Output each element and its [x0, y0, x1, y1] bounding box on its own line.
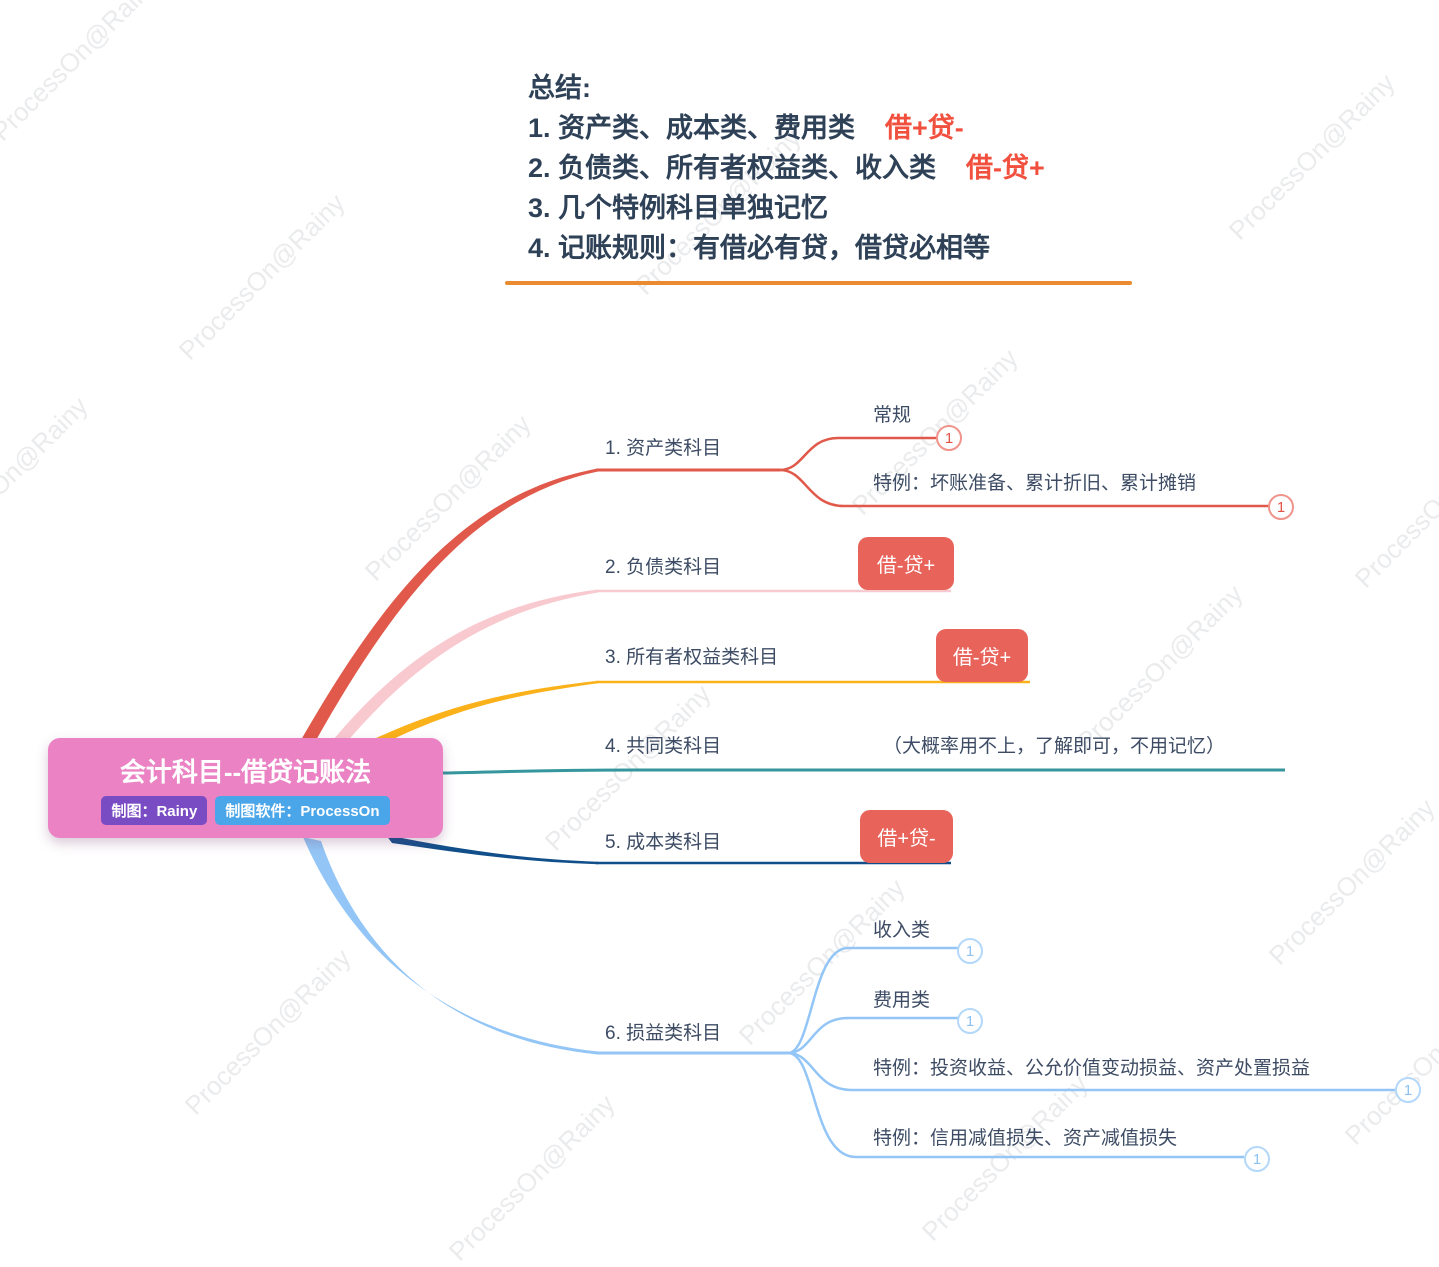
priority-badge-number: 1 [1404, 1082, 1412, 1099]
topic-common[interactable]: 4. 共同类科目 [605, 736, 722, 757]
priority-badge[interactable]: 1 [1395, 1077, 1421, 1103]
tag-liabilities-rule[interactable]: 借-贷+ [858, 537, 954, 590]
mindmap-connectors: 1 1 1 1 1 1 [297, 425, 1421, 1172]
topic-assets-normal[interactable]: 常规 [873, 405, 912, 426]
tag-cost-rule[interactable]: 借+贷- [860, 810, 953, 863]
topic-pnl-expense[interactable]: 费用类 [873, 990, 931, 1011]
child-connector-expense [787, 1016, 958, 1055]
priority-badge-number: 1 [966, 1013, 974, 1030]
priority-badge-number: 1 [945, 430, 953, 447]
root-badges: 制图：Rainy 制图软件：ProcessOn [101, 795, 390, 825]
child-connector-pnl-exception1 [787, 1051, 1395, 1092]
branch-connector-assets-trunk [297, 468, 598, 747]
priority-badge-number: 1 [1253, 1151, 1261, 1168]
topic-equity[interactable]: 3. 所有者权益类科目 [605, 647, 779, 668]
branch-connector-cost-trunk [386, 835, 598, 865]
priority-badge-number: 1 [966, 943, 974, 960]
summary-highlight: 借-贷+ [966, 153, 1045, 183]
priority-badge[interactable]: 1 [957, 938, 983, 964]
priority-badge[interactable]: 1 [957, 1008, 983, 1034]
topic-pnl-exception2[interactable]: 特例：信用减值损失、资产减值损失 [873, 1128, 1178, 1149]
branch-connector-equity-trunk [374, 680, 598, 744]
branch-connector-pnl-trunk [303, 837, 598, 1055]
child-connector-income [787, 946, 958, 1055]
topic-pnl-income[interactable]: 收入类 [873, 920, 931, 941]
branch-connector-liabilities-trunk [333, 589, 598, 744]
child-connector-asset-exceptions [779, 468, 1269, 508]
branch-connector-common-line [442, 768, 1285, 775]
topic-cost[interactable]: 5. 成本类科目 [605, 832, 722, 853]
summary-line: 4. 记账规则：有借必有贷，借贷必相等 [528, 233, 991, 263]
summary-line: 2. 负债类、所有者权益类、收入类借-贷+ [528, 153, 1045, 183]
summary-note[interactable]: 总结: 1. 资产类、成本类、费用类借+贷- 2. 负债类、所有者权益类、收入类… [528, 68, 1045, 268]
child-connector-pnl-exception2 [787, 1051, 1244, 1159]
tag-equity-rule[interactable]: 借-贷+ [936, 629, 1028, 682]
summary-highlight: 借+贷- [885, 113, 964, 143]
root-topic-title: 会计科目--借贷记账法 [119, 756, 372, 787]
topic-assets[interactable]: 1. 资产类科目 [605, 438, 722, 459]
child-connector-normal [779, 436, 937, 472]
priority-badge[interactable]: 1 [1268, 494, 1294, 520]
topic-pnl-exception1[interactable]: 特例：投资收益、公允价值变动损益、资产处置损益 [873, 1058, 1311, 1079]
priority-badge[interactable]: 1 [936, 425, 962, 451]
summary-title: 总结: [528, 73, 591, 103]
root-topic[interactable]: 会计科目--借贷记账法 制图：Rainy 制图软件：ProcessOn [48, 738, 443, 838]
author-badge[interactable]: 制图：Rainy [101, 795, 208, 825]
summary-line: 3. 几个特例科目单独记忆 [528, 193, 829, 223]
topic-pnl[interactable]: 6. 损益类科目 [605, 1023, 722, 1044]
priority-badge-number: 1 [1277, 499, 1285, 516]
summary-underline [505, 281, 1132, 285]
software-badge[interactable]: 制图软件：ProcessOn [215, 795, 390, 825]
summary-line: 1. 资产类、成本类、费用类借+贷- [528, 113, 964, 143]
topic-assets-exceptions[interactable]: 特例：坏账准备、累计折旧、累计摊销 [873, 473, 1197, 494]
topic-common-note[interactable]: （大概率用不上，了解即可，不用记忆） [883, 736, 1226, 757]
priority-badge[interactable]: 1 [1244, 1146, 1270, 1172]
topic-liabilities[interactable]: 2. 负债类科目 [605, 557, 722, 578]
